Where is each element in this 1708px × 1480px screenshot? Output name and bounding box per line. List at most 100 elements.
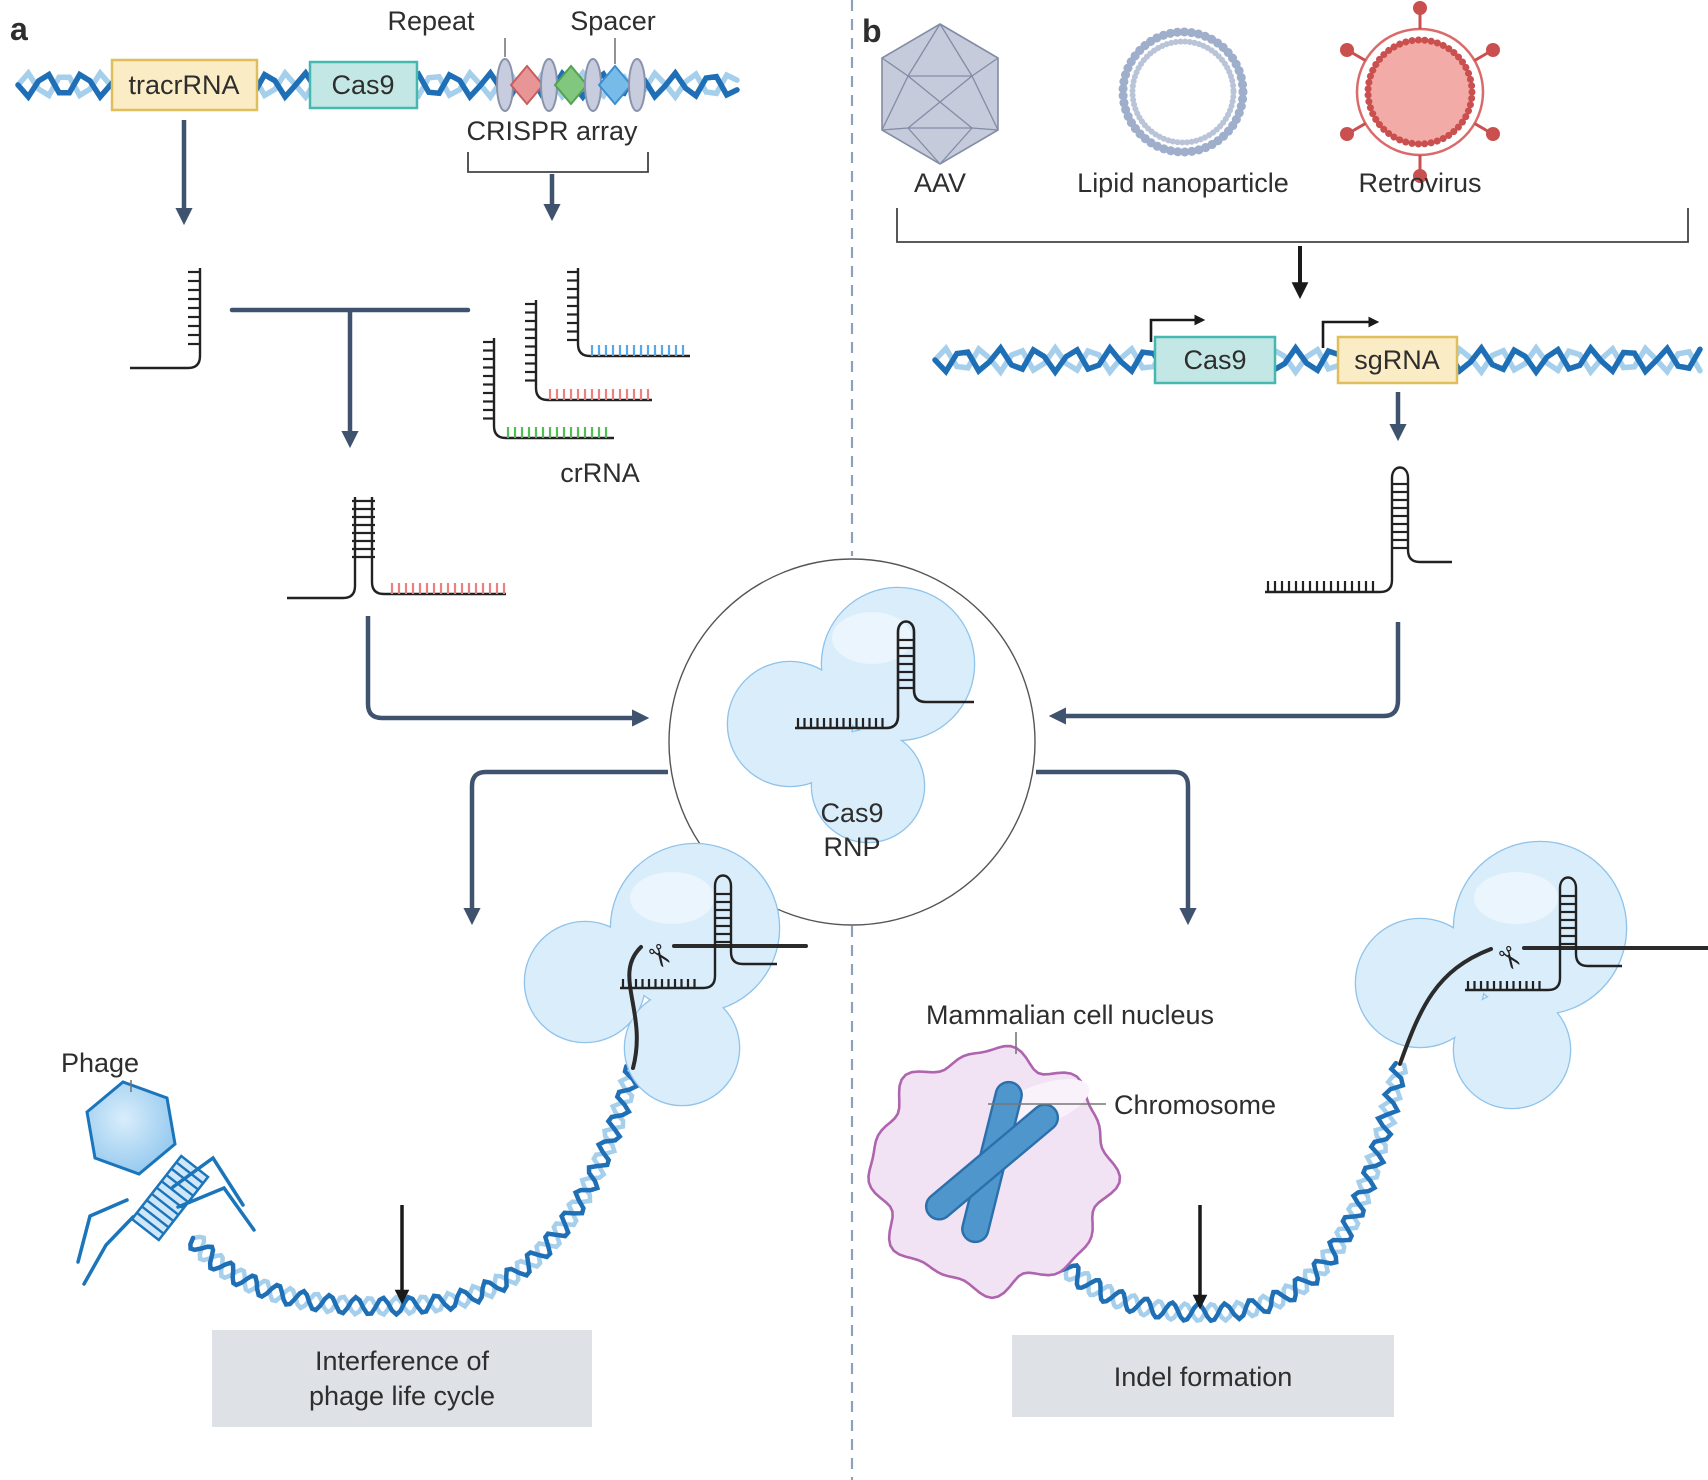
sgrna-right-rail [729, 886, 777, 966]
crrna-hook-blue [576, 268, 690, 358]
sgrna-loop-cap [1390, 466, 1410, 479]
retrovirus-label: Retrovirus [1358, 168, 1481, 198]
rnp-blob-left: ✂ [523, 842, 808, 1107]
rnp-label-line2: RNP [823, 832, 880, 862]
dna-strand [1035, 1062, 1409, 1324]
gene-box-cas9-a: Cas9 [308, 60, 419, 110]
chromosome-icon [924, 1080, 1060, 1244]
target-dna-curve [1398, 947, 1493, 1066]
target-dna-curve [627, 945, 643, 1070]
crispr-array-bracket [467, 152, 649, 173]
right-blob-rungs [1560, 894, 1576, 946]
dna-helix-b [932, 343, 1703, 377]
rnp-to-phage-arrow [463, 769, 668, 926]
nucleus [867, 1044, 1122, 1300]
crrna-hook-red [534, 300, 652, 402]
cas9-box-b [1153, 335, 1277, 385]
tracrrna-box-label: tracrRNA [128, 70, 239, 100]
sgrna-loop-cap [1558, 876, 1578, 889]
rnp-rungs [898, 638, 914, 690]
delivery-bracket [896, 208, 1689, 243]
lipid-bead-ring [1118, 27, 1248, 157]
sgrna-left-rail [1465, 888, 1562, 992]
phage-head [85, 1080, 177, 1176]
lipid-inner-ring [1129, 38, 1237, 146]
sgrna-loop-cap [713, 874, 733, 887]
spacer-label: Spacer [570, 6, 656, 36]
phage-label: Phage [61, 1048, 139, 1078]
interference-box [212, 1330, 592, 1427]
retro-core [1370, 42, 1470, 142]
duplex-right-rail [370, 497, 506, 596]
left-blob-comb [621, 979, 696, 988]
outcome-box-right: Indel formation [1012, 1335, 1394, 1417]
blob-highlight [1474, 872, 1558, 924]
dna-squiggle-b [1033, 1060, 1409, 1324]
sgrna-comb [1266, 581, 1375, 592]
blob-highlight [630, 872, 714, 924]
crispr-array [496, 58, 646, 112]
tracrrna-transcript [130, 268, 202, 370]
spacer-green [553, 64, 589, 106]
tracrrna-ticks [188, 270, 200, 346]
cas9-box-a-label: Cas9 [331, 70, 394, 100]
sgrna-right-rail [1406, 478, 1452, 564]
gene-box-tracrrna: tracrRNA [110, 58, 259, 112]
crrna-hook-red-ticks [525, 302, 650, 400]
panel-a-letter: a [10, 11, 28, 47]
promoter-arrow-icon [1321, 316, 1380, 348]
dna-strand [1033, 1060, 1406, 1324]
rnp-sgrna-left-rail [795, 632, 900, 730]
rnp-to-cell-arrow [1036, 769, 1197, 926]
retro-capsid-beads [1364, 36, 1476, 148]
indel-label: Indel formation [1114, 1362, 1293, 1392]
spacer-red [509, 64, 545, 106]
dna-strand [188, 1063, 640, 1318]
cas9-box-b-label: Cas9 [1183, 345, 1246, 375]
tracr-crrna-duplex [287, 497, 506, 600]
sgrna-rungs [1392, 482, 1408, 550]
retro-spikes [1340, 1, 1500, 183]
duplex-left-rail [287, 497, 357, 600]
phage-icon [76, 1080, 256, 1286]
left-blob-rungs [715, 892, 731, 944]
lipid-nanoparticle-icon [1118, 27, 1248, 157]
aav-label: AAV [914, 168, 966, 198]
right-blob-comb [1466, 981, 1541, 990]
sgrna-box [1336, 335, 1459, 385]
lipid-core [1127, 36, 1239, 148]
tracrrna-box [110, 58, 259, 112]
sgrna-box-label: sgRNA [1354, 345, 1440, 375]
crrna-hook-green-ticks [483, 340, 608, 438]
promoter-arrow-icon [1149, 314, 1206, 342]
crispr-array-label: CRISPR array [466, 116, 638, 146]
dna-strand [932, 343, 1703, 377]
dna-squiggle-a [188, 1063, 642, 1318]
gene-box-sgrna: sgRNA [1336, 335, 1459, 385]
crrna-hooks [483, 268, 690, 440]
interference-line1: Interference of [315, 1346, 490, 1376]
sgrna-left-rail [620, 886, 717, 990]
indel-box [1012, 1335, 1394, 1417]
tracrrna-backbone [130, 268, 202, 370]
crrna-hook-green [492, 338, 614, 440]
cas9-box-a [308, 60, 419, 110]
gene-box-cas9-b: Cas9 [1153, 335, 1277, 385]
duplex-to-rnp-arrow [365, 616, 650, 727]
rnp-sgrna-cap [896, 620, 916, 633]
sgrna-right-rail [1574, 888, 1622, 968]
crrna-label: crRNA [560, 458, 640, 488]
aav-icon [881, 23, 999, 165]
lipid-nanoparticle-label: Lipid nanoparticle [1077, 168, 1289, 198]
phage-legs [76, 1155, 256, 1286]
nucleus-label: Mammalian cell nucleus [926, 1000, 1214, 1030]
spacer-blue [597, 64, 633, 106]
dna-strand [190, 1067, 642, 1318]
crrna-hook-blue-ticks [567, 270, 685, 356]
rnp-comb [796, 718, 884, 728]
outcome-box-left: Interference of phage life cycle [212, 1330, 592, 1427]
repeat-element [628, 58, 646, 112]
duplex-spacer-comb [390, 583, 506, 594]
